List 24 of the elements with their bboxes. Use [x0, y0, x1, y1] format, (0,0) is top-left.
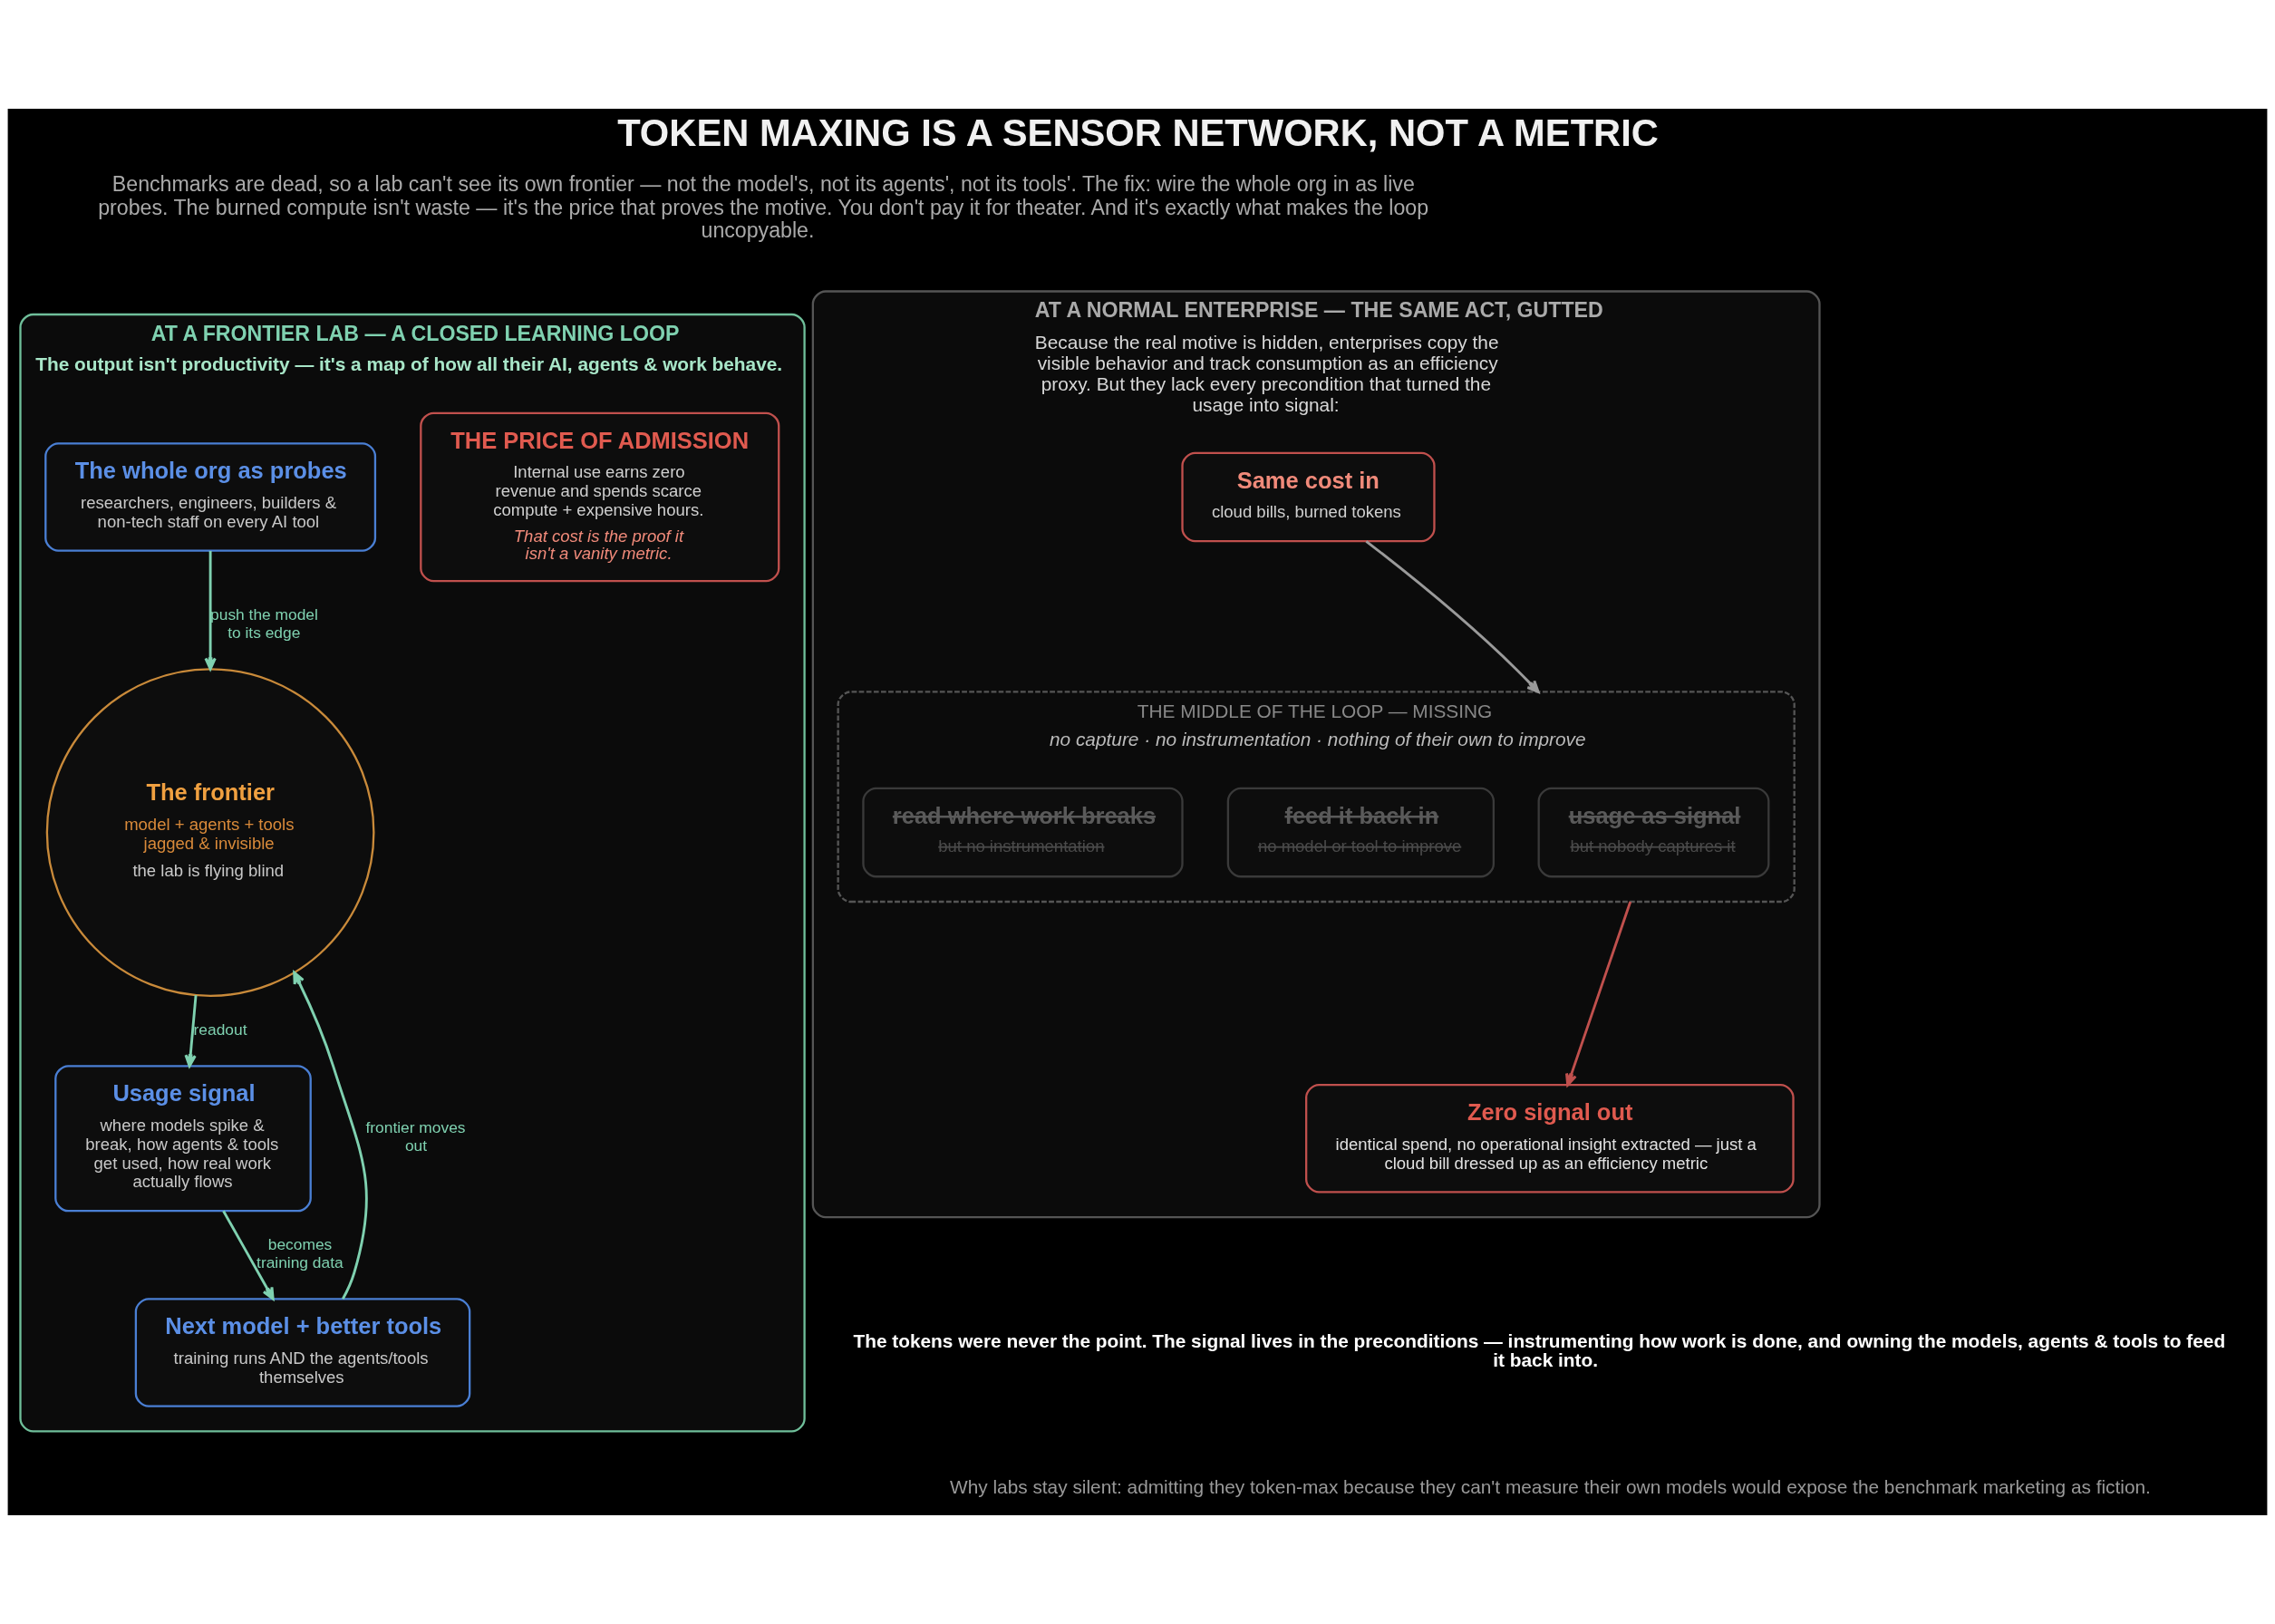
edge-label: frontier moves out [365, 1118, 466, 1155]
arrow [204, 550, 217, 671]
node-box: THE PRICE OF ADMISSION Internal use earns zero revenue and spends scarce compute + expensive hours. That cost is the proof it isn't a vanity metric. [420, 411, 780, 583]
node-circle: The frontier model + agents + tools jagged & invisible the lab is flying blind [45, 668, 375, 997]
node-box: feed it back in no model or tool to improve [1226, 787, 1496, 878]
edge-label: readout [193, 1020, 247, 1039]
label: Why labs stay silent: admitting they token-max because they can't measure their own models would expose the benchmark marketing as fiction. [949, 1476, 2151, 1498]
node-box: Same cost in cloud bills, burned tokens [1181, 451, 1436, 543]
arrow [293, 971, 368, 1300]
arrow [1365, 540, 1540, 693]
node-box: Next model + better tools training runs AND the agents/tools themselves [134, 1298, 471, 1407]
node-box: The whole org as probes researchers, engineers, builders & non-tech staff on every AI tool [44, 442, 377, 552]
label: Benchmarks are dead, so a lab can't see its own frontier — not the model's, not its agents', not its tools'. The fix: wire the whole org in as live probes. The burned compute isn't waste — it's the price that proves the motive. You don't pay it for theater. And it's exactly what makes the loop uncopyable. [98, 172, 1429, 243]
label: The tokens were never the point. The signal lives in the preconditions — instrumenting how work is done, and owning the models, agents & tools to feed it back into. [853, 1330, 2226, 1371]
arrow [184, 995, 198, 1068]
node-box: Usage signal where models spike & break, how agents & tools get used, how real work actually flows [54, 1065, 312, 1213]
arrow [1565, 901, 1632, 1087]
node-box: Zero signal out identical spend, no operational insight extracted — just a cloud bill dressed up as an efficiency metric [1305, 1084, 1795, 1194]
edge-label: push the model to its edge [210, 604, 318, 642]
node-box: read where work breaks but no instrumentation [862, 787, 1184, 878]
diagram-title: TOKEN MAXING IS A SENSOR NETWORK, NOT A METRIC [617, 111, 1659, 155]
node-box: usage as signal but nobody captures it [1537, 787, 1770, 878]
arrow [222, 1210, 275, 1300]
edge-label: becomes training data [257, 1235, 344, 1271]
